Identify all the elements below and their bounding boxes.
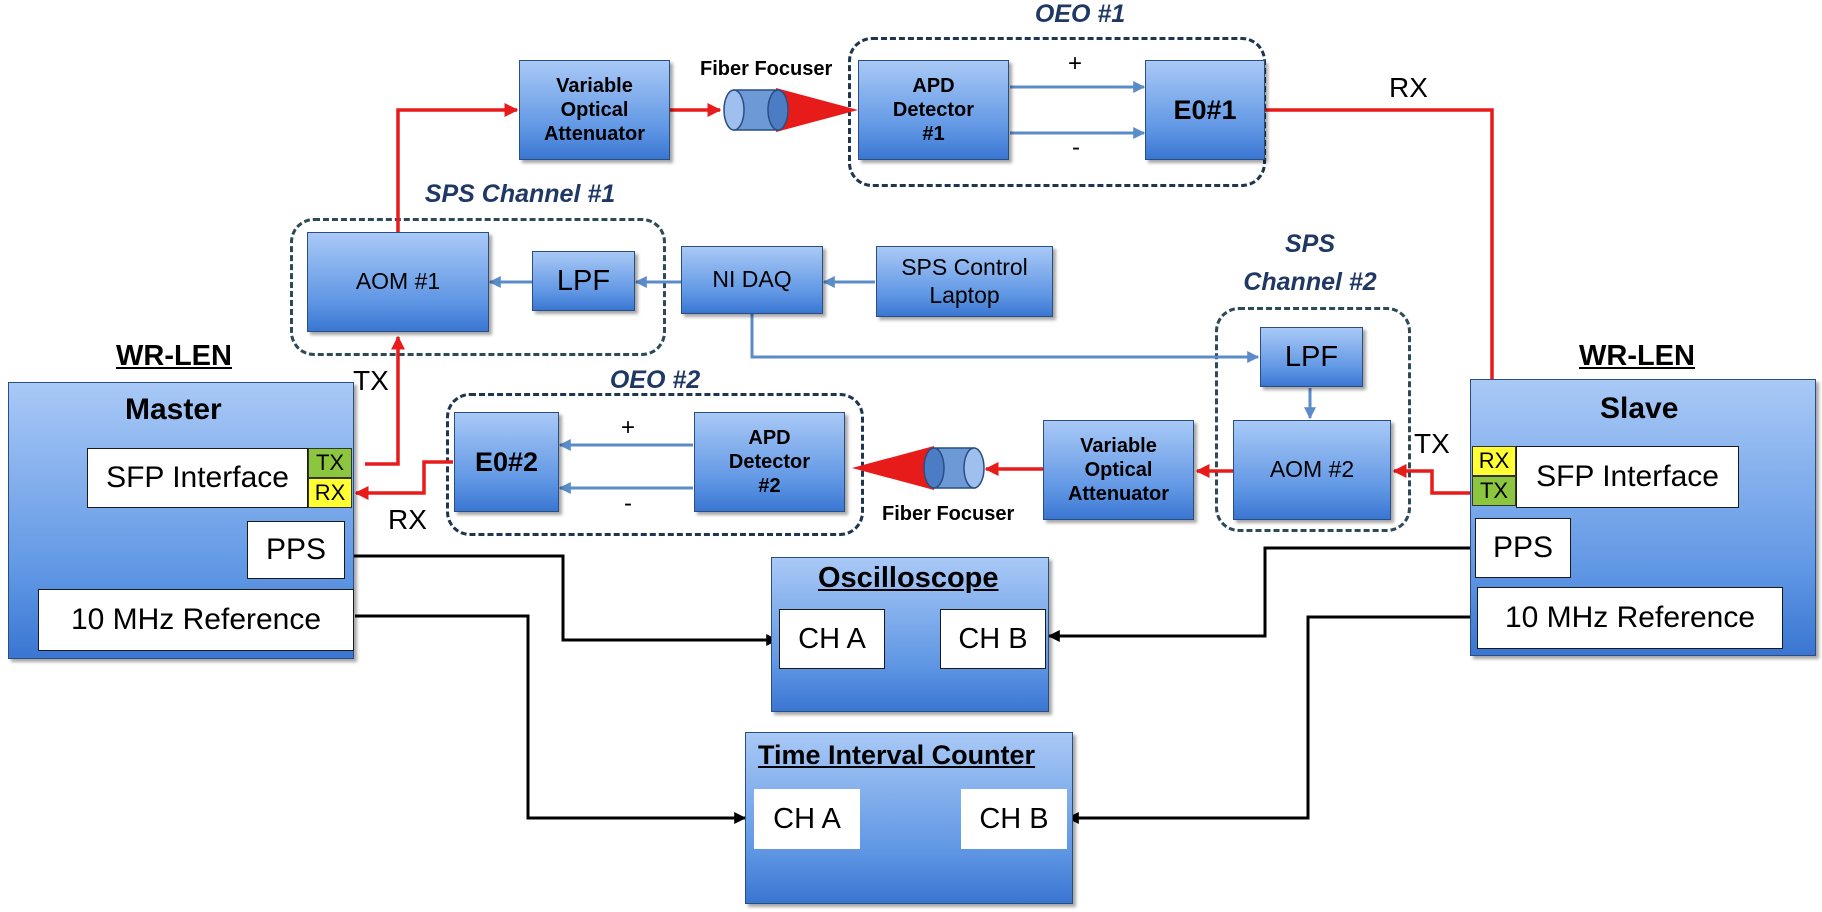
eo1-block: E0#1	[1145, 60, 1265, 160]
rx-label-master: RX	[388, 504, 427, 535]
voa1-line1: Variable	[556, 75, 633, 97]
fiber-focuser1-icon	[723, 88, 858, 132]
wire-master-tx-to-aom1	[365, 335, 405, 466]
voa1-line2: Optical	[560, 99, 629, 121]
master-pps: PPS	[247, 521, 345, 579]
tx-label-slave: TX	[1414, 428, 1450, 459]
voa2-line1: Variable	[1080, 435, 1157, 457]
wire-eo2-to-master-rx	[354, 460, 453, 500]
sps-channel2-title-line1: SPS	[1284, 230, 1336, 258]
laptop-line2: Laptop	[929, 281, 1000, 308]
apd1-line3: #1	[922, 123, 945, 145]
slave-tx-port: TX	[1472, 476, 1516, 506]
apd1-line1: APD	[912, 75, 955, 97]
fiber-focuser2-label: Fiber Focuser	[882, 503, 1015, 525]
voa2-line3: Attenuator	[1067, 483, 1170, 505]
slave-pps: PPS	[1475, 518, 1571, 578]
wire-aom1-to-voa1	[396, 103, 519, 232]
voa1-line3: Attenuator	[543, 123, 646, 145]
master-sfp-interface: SFP Interface	[87, 448, 308, 508]
apd1-block: APD Detector #1	[858, 60, 1009, 160]
oeo2-title: OEO #2	[609, 366, 701, 394]
apd2-line1: APD	[748, 427, 791, 449]
sps-channel2-group-outline	[1215, 307, 1411, 532]
wire-master-ref-to-tic-cha	[355, 614, 747, 824]
master-rx-port: RX	[308, 478, 352, 508]
wire-slave-pps-to-osc-chb	[1047, 546, 1474, 642]
master-heading: WR-LEN	[116, 340, 232, 372]
apd1-line2: Detector	[892, 99, 975, 121]
ni-daq-block: NI DAQ	[681, 246, 823, 314]
rx-label-top: RX	[1389, 72, 1428, 103]
apd2-minus-label: -	[624, 490, 632, 517]
aom1-block: AOM #1	[307, 232, 489, 332]
eo2-block: E0#2	[454, 412, 559, 512]
voa2-block: Variable Optical Attenuator	[1043, 420, 1194, 520]
sps-channel1-group-outline	[290, 218, 666, 356]
apd2-plus-label: +	[621, 414, 636, 441]
slave-sfp-interface: SFP Interface	[1516, 446, 1739, 508]
fiber-focuser2-icon	[852, 446, 985, 490]
apd2-block: APD Detector #2	[694, 412, 845, 512]
wire-eo1-to-slave-rx	[1265, 108, 1499, 444]
slave-title: Slave	[1600, 392, 1679, 425]
time-interval-counter-cha: CH A	[754, 789, 860, 849]
wire-slave-tx-to-aom2	[1392, 464, 1470, 495]
master-10mhz-reference: 10 MHz Reference	[38, 589, 354, 651]
slave-rx-port: RX	[1472, 446, 1516, 476]
apd2-line2: Detector	[728, 451, 811, 473]
time-interval-counter-chb: CH B	[961, 789, 1067, 849]
sps-control-laptop-block: SPS Control Laptop	[876, 246, 1053, 317]
oscilloscope-cha: CH A	[779, 609, 885, 669]
apd2-line3: #2	[758, 475, 781, 497]
time-interval-counter-title: Time Interval Counter	[758, 740, 1036, 770]
slave-10mhz-reference: 10 MHz Reference	[1477, 587, 1783, 649]
voa1-block: Variable Optical Attenuator	[519, 60, 670, 160]
lpf2-block: LPF	[1260, 327, 1363, 387]
lpf1-block: LPF	[532, 251, 635, 311]
oscilloscope-title: Oscilloscope	[818, 562, 999, 594]
master-title: Master	[125, 393, 222, 426]
sps-channel2-title-line2: Channel #2	[1243, 268, 1377, 296]
fiber-focuser1-label: Fiber Focuser	[700, 58, 833, 80]
tx-label-master: TX	[353, 365, 389, 396]
wire-daq-to-lpf2	[750, 313, 1260, 363]
sps-channel1-title: SPS Channel #1	[424, 180, 616, 208]
slave-heading: WR-LEN	[1579, 340, 1695, 372]
aom2-block: AOM #2	[1233, 420, 1391, 520]
oscilloscope-chb: CH B	[940, 609, 1046, 669]
master-tx-port: TX	[308, 448, 352, 478]
laptop-line1: SPS Control	[901, 253, 1028, 280]
wire-slave-ref-to-tic-chb	[1066, 615, 1478, 824]
apd1-minus-label: -	[1072, 134, 1080, 161]
oeo1-title: OEO #1	[1034, 0, 1126, 28]
oeo2-group-outline	[446, 393, 864, 536]
wire-master-pps-to-osc-cha	[345, 554, 779, 646]
apd1-plus-label: +	[1068, 50, 1083, 77]
voa2-line2: Optical	[1084, 459, 1153, 481]
